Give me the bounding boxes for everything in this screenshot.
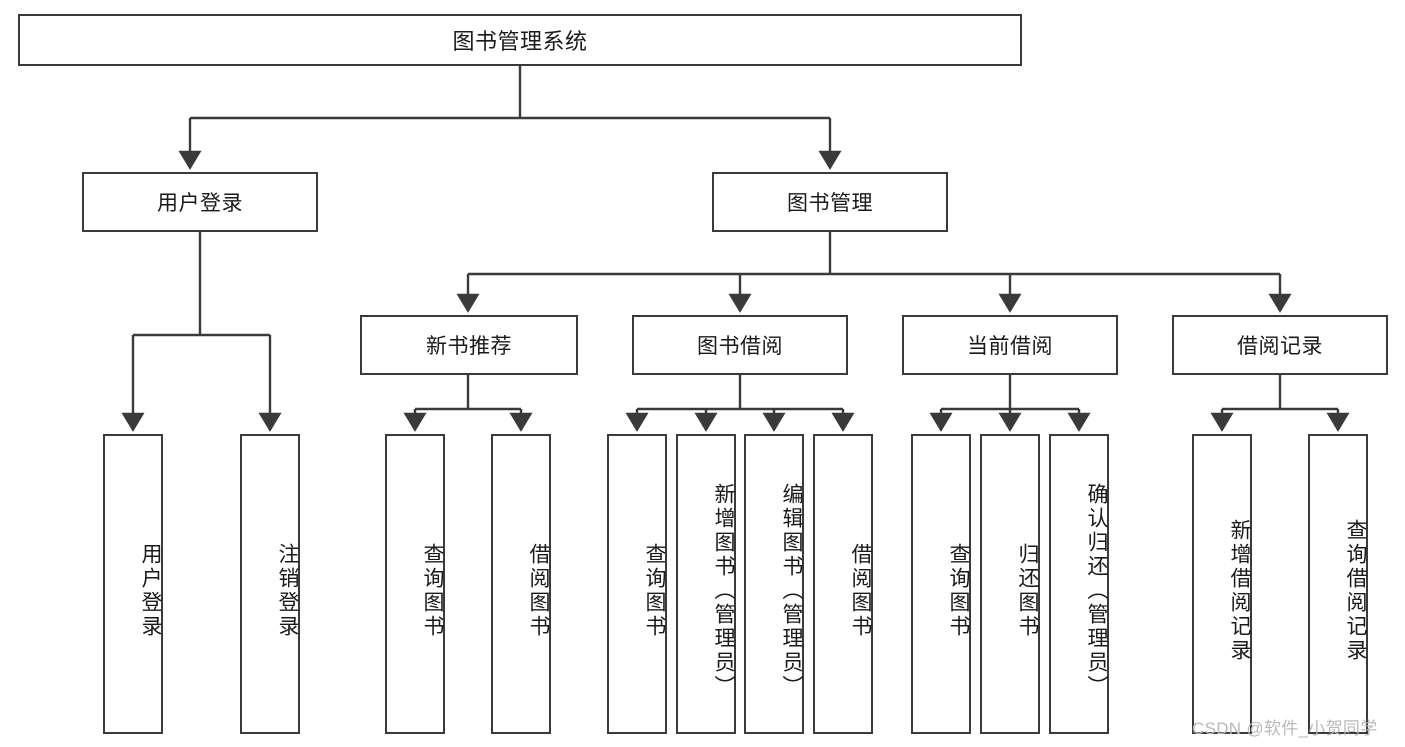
leaf-records-add[interactable]: 新增借阅记录	[1192, 434, 1252, 734]
leaf-user-login-login[interactable]: 用户登录	[103, 434, 163, 734]
leaf-new-book-borrow[interactable]: 借阅图书	[491, 434, 551, 734]
node-root[interactable]: 图书管理系统	[18, 14, 1022, 66]
leaf-new-book-query[interactable]: 查询图书	[385, 434, 445, 734]
node-new-book-recommend[interactable]: 新书推荐	[360, 315, 578, 375]
leaf-borrow-query[interactable]: 查询图书	[607, 434, 667, 734]
leaf-current-return[interactable]: 归还图书	[980, 434, 1040, 734]
leaf-borrow-borrow[interactable]: 借阅图书	[813, 434, 873, 734]
node-borrow-records[interactable]: 借阅记录	[1172, 315, 1388, 375]
leaf-records-query[interactable]: 查询借阅记录	[1308, 434, 1368, 734]
node-book-management[interactable]: 图书管理	[712, 172, 948, 232]
node-user-login[interactable]: 用户登录	[82, 172, 318, 232]
node-book-borrow[interactable]: 图书借阅	[632, 315, 848, 375]
leaf-borrow-edit-admin[interactable]: 编辑图书（管理员）	[744, 434, 804, 734]
leaf-current-query[interactable]: 查询图书	[911, 434, 971, 734]
leaf-user-login-logout[interactable]: 注销登录	[240, 434, 300, 734]
leaf-current-confirm-return-admin[interactable]: 确认归还（管理员）	[1049, 434, 1109, 734]
leaf-borrow-add-admin[interactable]: 新增图书（管理员）	[676, 434, 736, 734]
csdn-watermark: CSDN @软件_小贺同学	[1192, 719, 1378, 738]
node-current-borrow[interactable]: 当前借阅	[902, 315, 1118, 375]
